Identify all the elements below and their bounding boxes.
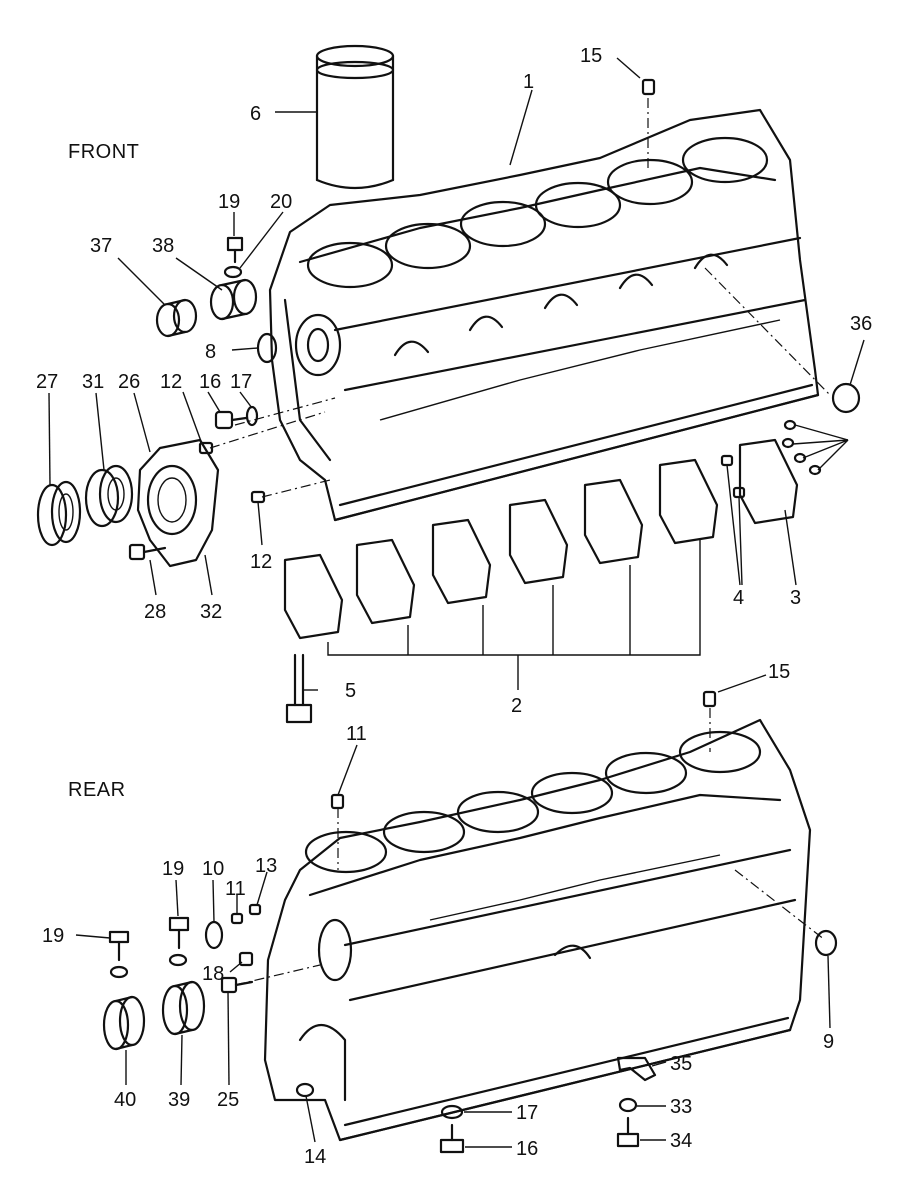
cylinder-liner (315, 44, 395, 190)
callout-20: 20 (270, 191, 292, 213)
callout-19-rear-left: 19 (42, 925, 64, 947)
seal-housing-26 (136, 438, 220, 568)
callout-18: 18 (202, 963, 224, 985)
callout-38: 38 (152, 235, 174, 257)
callout-1: 1 (523, 71, 534, 93)
callout-8: 8 (205, 341, 216, 363)
plug-upper (641, 78, 656, 96)
callout-33: 33 (670, 1096, 692, 1118)
callout-17-front: 17 (230, 371, 252, 393)
plug-11-lower (230, 912, 244, 925)
callout-28: 28 (144, 601, 166, 623)
callout-19-rear-right: 19 (162, 858, 184, 880)
plug-36 (831, 382, 861, 414)
cylinder-block-front (268, 108, 820, 522)
callout-10: 10 (202, 858, 224, 880)
callout-17-rear: 17 (516, 1102, 538, 1124)
washer-17-front (245, 405, 259, 427)
callout-31: 31 (82, 371, 104, 393)
callout-34: 34 (670, 1130, 692, 1152)
bolt-34 (616, 1116, 640, 1148)
cylinder-block-rear (263, 718, 812, 1142)
bracket-35 (616, 1056, 657, 1082)
bolt-19-front (226, 236, 244, 264)
callout-19-front: 19 (218, 191, 240, 213)
callout-14: 14 (304, 1146, 326, 1168)
callout-37: 37 (90, 235, 112, 257)
callout-numbers: 1 6 15 19 20 37 38 8 36 27 31 26 12 16 1… (36, 45, 872, 1168)
plug-13 (248, 903, 262, 916)
callout-25: 25 (217, 1089, 239, 1111)
bolt-25 (220, 976, 254, 994)
callout-32: 32 (200, 601, 222, 623)
callout-11-lower: 11 (225, 878, 246, 900)
callout-16-rear: 16 (516, 1138, 538, 1160)
callout-3: 3 (790, 587, 801, 609)
bolt-19-rear-right (168, 916, 190, 967)
plug-9 (814, 929, 838, 957)
callout-15-upper: 15 (580, 45, 602, 67)
rear-section-label: REAR (68, 779, 126, 801)
main-bearing-bolt (285, 653, 313, 724)
centerline-dowel-12-lower (261, 479, 331, 498)
bolt-16-rear (439, 1123, 465, 1154)
plug-11-upper (330, 793, 345, 810)
washer-17-rear (440, 1104, 464, 1120)
bracket-2 (327, 540, 701, 690)
callout-16-front: 16 (199, 371, 221, 393)
callout-2: 2 (511, 695, 522, 717)
washer-33 (618, 1097, 638, 1113)
seal-31 (84, 464, 134, 528)
bushing-38 (209, 278, 258, 321)
seal-ring-8 (256, 332, 278, 364)
callout-6: 6 (250, 103, 261, 125)
callout-36: 36 (850, 313, 872, 335)
centerline-dowel-12-upper (209, 411, 326, 449)
callout-12-lower: 12 (250, 551, 272, 573)
callout-15-lower: 15 (768, 661, 790, 683)
seal-ring-10 (204, 920, 224, 950)
leader-lines (48, 57, 865, 1148)
plug-14 (295, 1082, 315, 1098)
bearing-caps (283, 438, 799, 640)
callout-11-upper: 11 (346, 723, 367, 745)
bolt-19-rear-left (108, 930, 130, 979)
bushing-37 (155, 298, 198, 338)
callout-9: 9 (823, 1031, 834, 1053)
washer-20 (223, 265, 243, 279)
dowel-18 (238, 951, 254, 967)
centerline-plug-36 (704, 267, 831, 396)
bushing-39 (161, 980, 206, 1036)
front-section-label: FRONT (68, 141, 139, 163)
bolt-28 (128, 543, 167, 561)
callout-13: 13 (255, 855, 277, 877)
centerline-plug-9 (734, 869, 826, 941)
oil-seal-27 (36, 480, 82, 547)
callout-35: 35 (670, 1053, 692, 1075)
centerline-bolt-16 (234, 397, 336, 426)
callout-39: 39 (168, 1089, 190, 1111)
plug-15-lower (702, 690, 717, 708)
bushing-40 (102, 995, 146, 1051)
callout-40: 40 (114, 1089, 136, 1111)
bolt-16-front (214, 410, 248, 430)
callout-27: 27 (36, 371, 58, 393)
callout-5: 5 (345, 680, 356, 702)
callout-26: 26 (118, 371, 140, 393)
callout-4: 4 (733, 587, 744, 609)
callout-12-upper: 12 (160, 371, 182, 393)
dowel-12-upper (198, 441, 214, 455)
